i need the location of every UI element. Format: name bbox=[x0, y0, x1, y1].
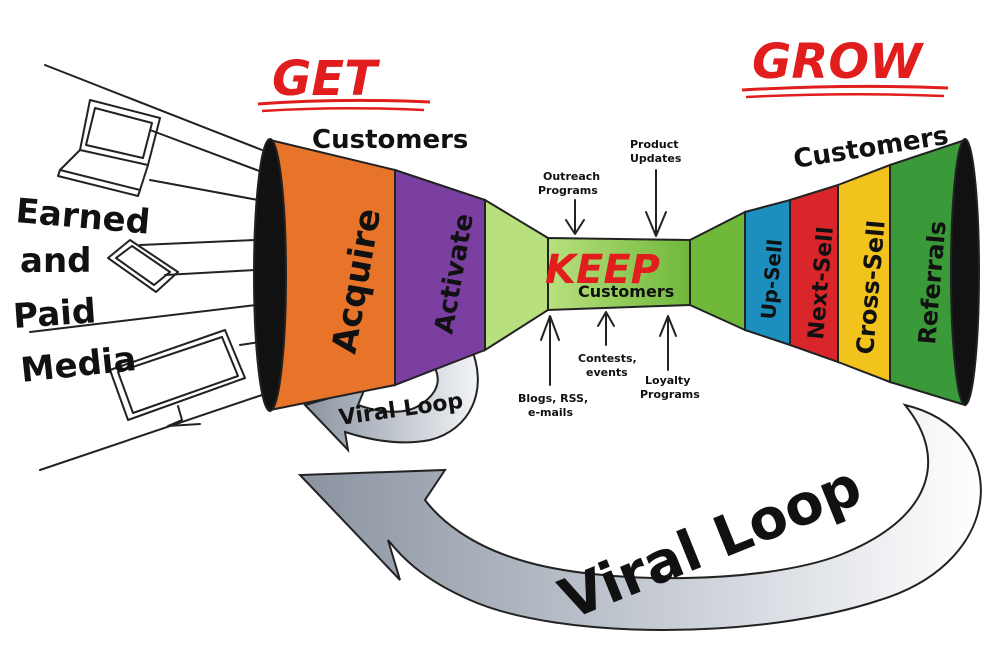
get-funnel bbox=[253, 138, 549, 412]
note-blogs: Blogs, RSS, e-mails bbox=[518, 315, 588, 419]
loyalty-arrow bbox=[659, 315, 677, 371]
grow-heading: GROW bbox=[752, 34, 924, 90]
svg-text:Outreach: Outreach bbox=[543, 170, 600, 183]
note-outreach: Outreach Programs bbox=[538, 170, 600, 235]
small-viral-loop-arrow: Viral Loop bbox=[303, 343, 479, 454]
laptop-icon bbox=[57, 99, 161, 197]
svg-text:Contests,: Contests, bbox=[578, 352, 637, 365]
get-customers-label: Customers bbox=[312, 125, 468, 155]
svg-text:Blogs, RSS,: Blogs, RSS, bbox=[518, 392, 588, 405]
svg-text:e-mails: e-mails bbox=[528, 406, 573, 419]
outreach-arrow bbox=[565, 199, 585, 235]
svg-text:Programs: Programs bbox=[538, 184, 598, 197]
media-label: Earned and Paid Media bbox=[12, 191, 152, 391]
get-underline bbox=[257, 98, 431, 106]
svg-text:Product: Product bbox=[630, 138, 679, 151]
svg-text:Updates: Updates bbox=[630, 152, 682, 165]
keep-customers-label: Customers bbox=[578, 282, 674, 301]
grow-underline bbox=[741, 84, 949, 92]
media-line-3: Paid bbox=[12, 291, 98, 337]
media-line-1: Earned bbox=[14, 191, 152, 243]
get-to-keep-neck bbox=[484, 198, 549, 352]
grow-funnel-mouth bbox=[950, 138, 980, 406]
get-funnel-mouth bbox=[253, 138, 287, 412]
svg-text:Loyalty: Loyalty bbox=[645, 374, 690, 387]
media-line-2: and bbox=[20, 241, 92, 281]
svg-text:events: events bbox=[586, 366, 628, 379]
get-heading-group: GET Customers bbox=[257, 51, 468, 155]
monitor-icon bbox=[109, 329, 246, 427]
tablet-icon bbox=[107, 239, 179, 293]
note-loyalty: Loyalty Programs bbox=[640, 315, 700, 401]
keep-heading: KEEP bbox=[545, 247, 660, 293]
note-product-updates: Product Updates bbox=[630, 138, 682, 237]
contests-arrow bbox=[597, 311, 615, 346]
note-contests: Contests, events bbox=[578, 311, 637, 379]
svg-text:Programs: Programs bbox=[640, 388, 700, 401]
media-line-4: Media bbox=[19, 339, 138, 391]
product-updates-arrow bbox=[645, 169, 667, 237]
grow-funnel bbox=[689, 138, 980, 407]
get-heading: GET bbox=[272, 51, 380, 107]
blogs-arrow bbox=[540, 315, 560, 386]
grow-heading-group: GROW Customers bbox=[741, 34, 951, 175]
media-lines bbox=[29, 64, 263, 471]
